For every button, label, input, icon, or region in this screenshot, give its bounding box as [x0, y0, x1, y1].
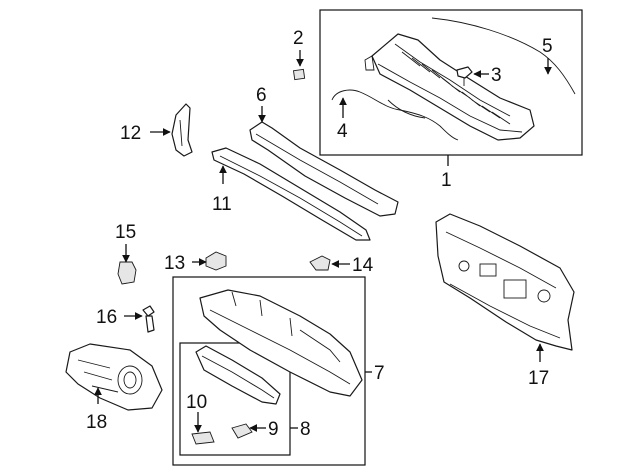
callout-8: 8 [300, 419, 311, 440]
callout-16: 16 [96, 307, 117, 328]
part-2-nut [292, 68, 306, 81]
callout-2: 2 [293, 28, 304, 49]
callout-4: 4 [337, 121, 348, 142]
callout-18: 18 [86, 412, 107, 433]
callout-13: 13 [164, 253, 185, 274]
part-7-dash-panel [199, 289, 363, 397]
part-5-weatherstrip [431, 17, 576, 95]
callout-11: 11 [212, 194, 232, 215]
cowl-assembly-box [319, 9, 583, 156]
callout-1: 1 [441, 170, 452, 191]
callout-14: 14 [352, 255, 374, 276]
part-18-extension-panel [65, 343, 163, 411]
callout-6: 6 [256, 85, 267, 106]
part-11-lower-cowl-panel [211, 147, 371, 241]
callout-12: 12 [120, 123, 141, 144]
part-12-bracket [171, 103, 193, 157]
part-3-clip [456, 66, 473, 86]
callout-9: 9 [268, 419, 279, 440]
callout-10: 10 [186, 392, 207, 413]
reinforcement-sub-box [179, 342, 291, 456]
part-10-bracket [191, 431, 215, 445]
callout-5: 5 [542, 36, 553, 57]
dash-panel-assembly-box [172, 276, 366, 466]
part-8-reinforcement [195, 345, 281, 405]
part-17-bulkhead [435, 213, 575, 351]
part-14-clip [309, 255, 331, 271]
callout-15: 15 [115, 222, 136, 243]
callout-7: 7 [374, 363, 385, 384]
part-13-clip [205, 251, 227, 271]
part-1-cowl-grille [364, 33, 535, 141]
part-6-cowl-top-panel [249, 121, 399, 217]
callout-17: 17 [528, 368, 549, 389]
part-9-bracket [231, 423, 253, 439]
part-15-bracket [117, 261, 137, 285]
callout-3: 3 [491, 65, 502, 86]
part-4-washer-hose [331, 89, 459, 141]
part-16-bolt [142, 305, 155, 333]
